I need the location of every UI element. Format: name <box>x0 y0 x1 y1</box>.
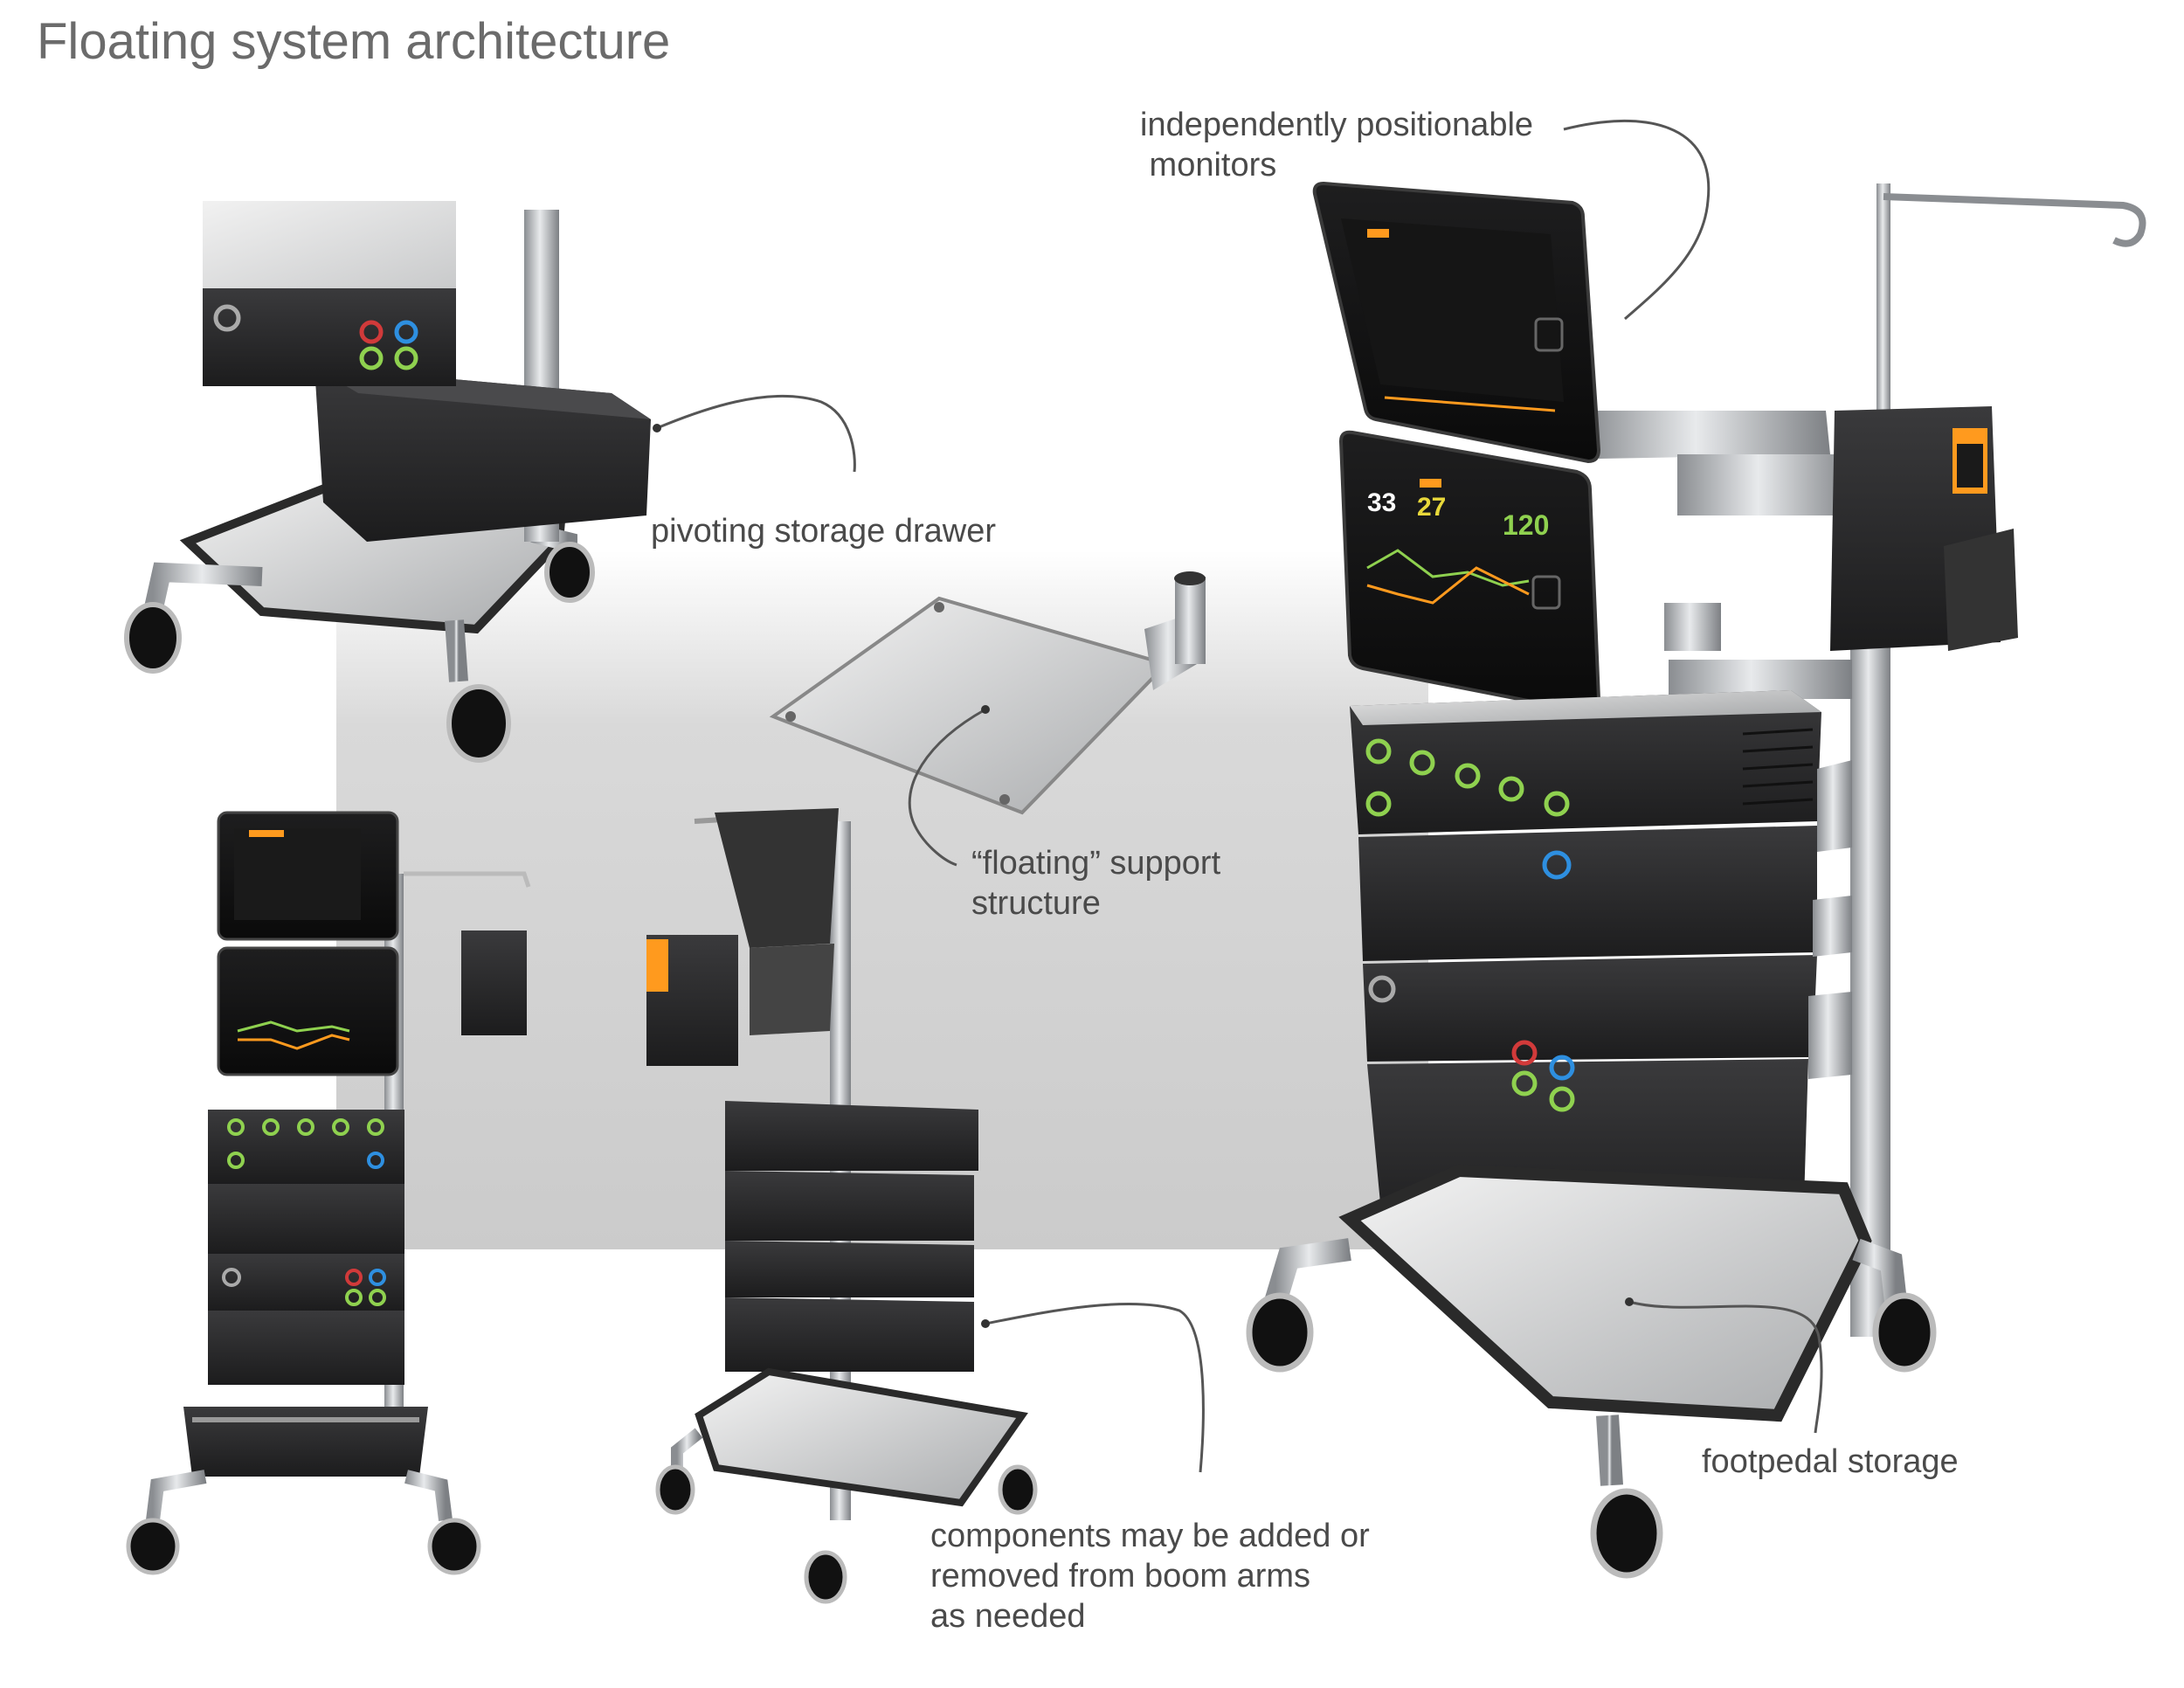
callout-drawer: pivoting storage drawer <box>651 511 996 551</box>
leader-dot <box>1625 1297 1634 1306</box>
port-green <box>1549 1086 1575 1112</box>
callout-line: monitors <box>1140 147 1277 183</box>
support-plate <box>769 571 1206 815</box>
port-green <box>394 346 418 370</box>
monitor-readout: 120 <box>1503 509 1549 541</box>
stacked-unit <box>203 288 456 386</box>
boom-arm <box>1677 454 1856 515</box>
port-green <box>1409 750 1435 776</box>
port-green <box>1498 776 1524 802</box>
boom-arm <box>1586 411 1830 459</box>
monitor-readout: 33 <box>1367 488 1396 517</box>
leader-line-drawer <box>656 395 856 473</box>
callout-footpedal: footpedal storage <box>1702 1442 1959 1482</box>
stacked-unit <box>1350 690 1821 834</box>
caster-wheel <box>124 602 182 674</box>
caster-wheel <box>998 1464 1038 1515</box>
leader-line-components <box>985 1303 1205 1473</box>
cart-base-plate <box>1338 1164 1872 1422</box>
boom-arm <box>1669 660 1852 699</box>
port-blue <box>1542 850 1572 880</box>
port-red <box>359 320 384 344</box>
callout-line: independently positionable <box>1140 107 1534 143</box>
port-blue <box>1549 1055 1575 1081</box>
port-gray <box>1368 975 1396 1003</box>
callout-line: “floating” support <box>971 845 1221 882</box>
stacked-unit <box>1358 826 1817 961</box>
leader-dot <box>981 1319 990 1328</box>
port-green <box>1455 763 1481 789</box>
stacked-unit <box>208 1311 404 1385</box>
stacked-unit <box>1363 955 1817 1062</box>
port-green <box>1511 1070 1538 1097</box>
caster-wheel <box>655 1464 695 1515</box>
caster-wheel <box>544 542 595 603</box>
port-red <box>1511 1040 1538 1066</box>
caster-wheel <box>804 1550 847 1604</box>
caster-wheel <box>446 684 511 763</box>
main-cart: 33 27 120 <box>1246 181 2146 1579</box>
page-title: Floating system architecture <box>37 13 671 70</box>
iv-hook <box>1883 193 2146 247</box>
callout-monitors: independently positionable monitors <box>1140 105 1533 185</box>
leader-line-monitors <box>1563 120 1711 321</box>
leader-line-footpedal <box>1628 1300 1823 1434</box>
callout-components: components may be added or removed from … <box>930 1516 1370 1636</box>
callout-line: components may be added or <box>930 1518 1370 1554</box>
port-blue <box>394 320 418 344</box>
iv-pole <box>1876 183 1890 446</box>
port-green <box>1365 738 1392 764</box>
leader-dot <box>653 424 661 432</box>
caster-wheel <box>126 1518 180 1575</box>
front-view-cart <box>126 811 531 1575</box>
monitor-lower <box>217 946 399 1076</box>
leader-lines <box>656 120 1823 1473</box>
rear-view-cart <box>646 808 1038 1604</box>
leader-line-support <box>908 708 986 867</box>
port-green <box>1365 791 1392 817</box>
drawer-detail-cart <box>124 201 651 763</box>
callout-line: structure <box>971 885 1101 922</box>
caster-wheel <box>1590 1488 1663 1579</box>
callout-line: footpedal storage <box>1702 1443 1959 1480</box>
boom-arm <box>1664 603 1721 651</box>
callout-line: pivoting storage drawer <box>651 513 996 550</box>
monitor-readout: 27 <box>1417 493 1446 522</box>
caster-wheel <box>427 1518 481 1575</box>
port-green <box>359 346 384 370</box>
monitor-back <box>750 944 834 1035</box>
port-green <box>1544 791 1570 817</box>
leader-dot <box>981 705 990 714</box>
callout-line: as needed <box>930 1598 1086 1635</box>
stacked-unit <box>208 1184 404 1254</box>
caster-wheel <box>1246 1292 1314 1373</box>
callout-line: removed from boom arms <box>930 1558 1311 1595</box>
caster-wheel <box>1872 1292 1937 1373</box>
monitor-back <box>715 808 839 948</box>
callout-support: “floating” support structure <box>971 843 1220 924</box>
